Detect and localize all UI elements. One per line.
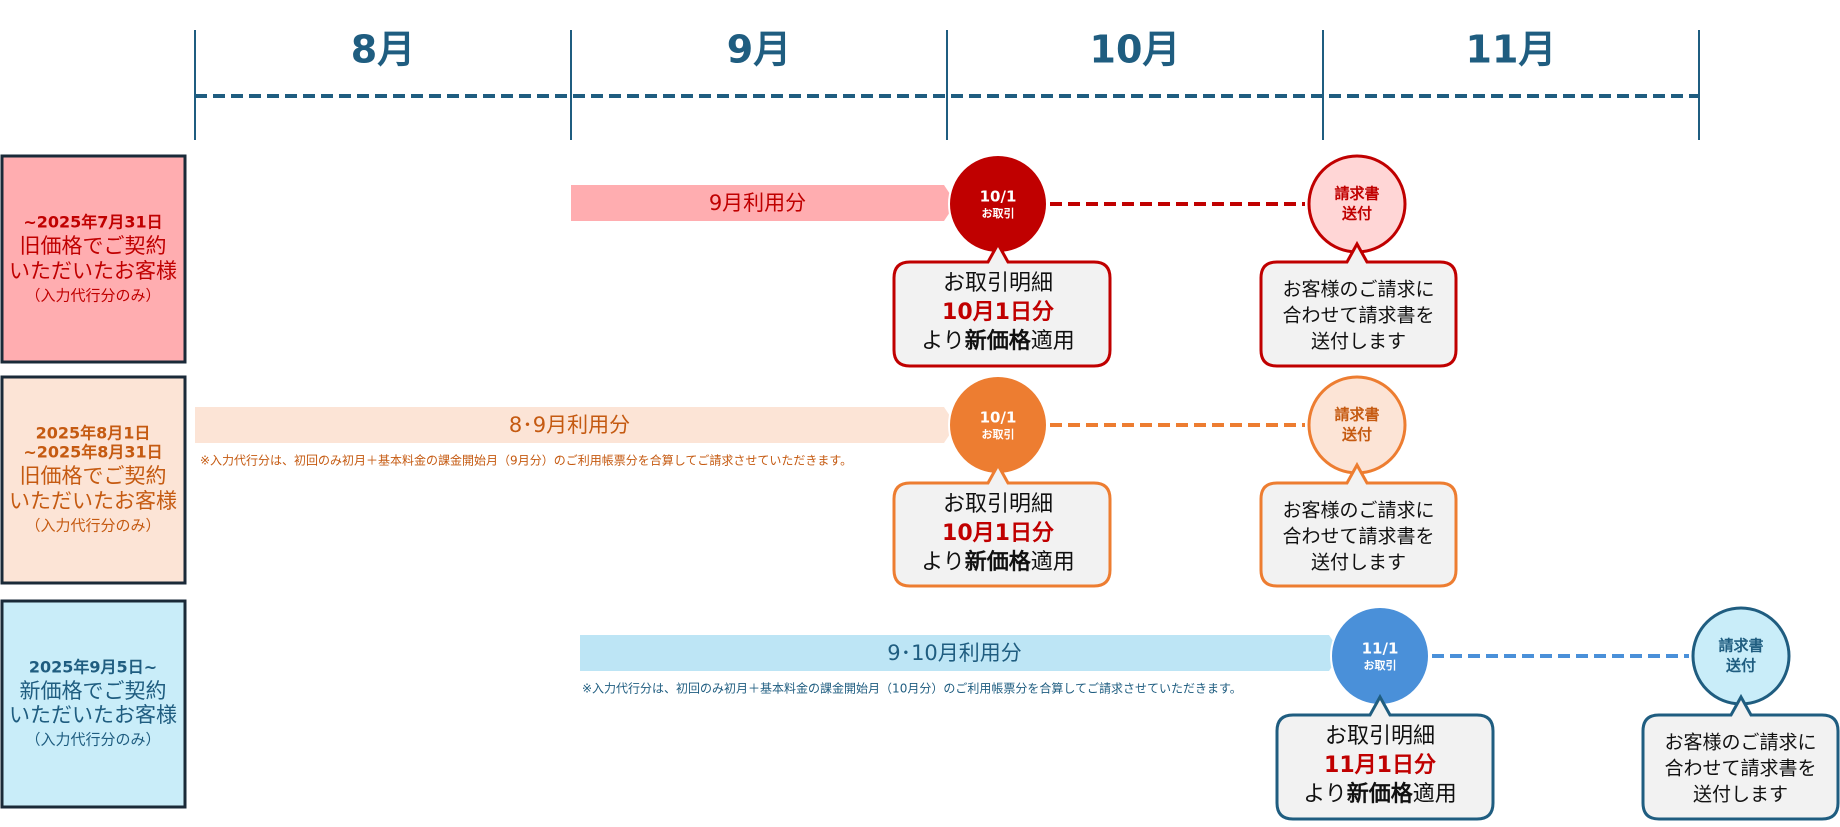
invoice-callout — [1259, 240, 1458, 368]
usage-period-label: 9･10月利用分 — [887, 641, 1022, 665]
callout-date: 10月1日分 — [942, 300, 1054, 325]
customer-group-label: 2025年8月1日 — [36, 424, 151, 443]
customer-group-label: （入力代行分のみ） — [25, 731, 160, 749]
customer-group-box — [0, 599, 187, 809]
transaction-callout — [892, 461, 1112, 588]
invoice-callout-line: 合わせて請求書を — [1664, 758, 1816, 780]
invoice-send-label: 請求書 — [1718, 637, 1763, 655]
invoice-callout-line: 合わせて請求書を — [1282, 305, 1434, 327]
customer-group-label: 2025年9月5日~ — [29, 658, 157, 677]
callout-price-part: より — [921, 329, 965, 354]
invoice-callout — [1641, 693, 1840, 821]
transaction-date: 11/1 — [1362, 640, 1399, 658]
callout-price-part: 新価格 — [965, 328, 1032, 354]
customer-group-box — [0, 154, 187, 364]
invoice-send-label: 請求書 — [1334, 406, 1379, 424]
month-label: 11月 — [1466, 28, 1557, 72]
customer-group-label: （入力代行分のみ） — [25, 287, 160, 305]
invoice-callout — [1259, 461, 1458, 588]
callout-price-line: より新価格適用 — [1303, 781, 1457, 807]
usage-period-label: 8･9月利用分 — [509, 413, 630, 437]
callout-date: 10月1日分 — [942, 521, 1054, 546]
callout-price-part: 新価格 — [965, 549, 1032, 575]
customer-group-label: いただいたお客様 — [9, 489, 177, 513]
customer-group-label: （入力代行分のみ） — [25, 517, 160, 535]
customer-group-label: 新価格でご契約 — [20, 679, 167, 703]
transaction-callout — [1275, 693, 1495, 821]
callout-price-part: より — [1303, 782, 1347, 807]
transaction-date: 10/1 — [980, 409, 1017, 427]
invoice-send-label: 送付 — [1725, 657, 1756, 675]
invoice-callout-line: お客様のご請求に — [1282, 279, 1434, 301]
callout-price-line: より新価格適用 — [921, 328, 1075, 354]
transaction-label: お取引 — [982, 427, 1015, 441]
customer-group-label: いただいたお客様 — [9, 703, 177, 727]
invoice-send-label: 請求書 — [1334, 185, 1379, 203]
transaction-callout — [892, 240, 1112, 368]
usage-period-arrow — [580, 635, 1341, 671]
invoice-callout-line: お客様のご請求に — [1664, 732, 1816, 754]
callout-price-part: より — [921, 550, 965, 575]
callout-line: お取引明細 — [1325, 724, 1435, 749]
invoice-callout-line: 送付します — [1311, 331, 1406, 353]
customer-group-label: いただいたお客様 — [9, 259, 177, 283]
month-label: 10月 — [1090, 28, 1181, 72]
invoice-callout-line: お客様のご請求に — [1282, 500, 1434, 522]
usage-period-arrow — [571, 185, 956, 221]
billing-note: ※入力代行分は、初回のみ初月＋基本料金の課金開始月（9月分）のご利用帳票分を合算… — [200, 453, 852, 468]
customer-group-label: ~2025年8月31日 — [23, 443, 162, 462]
callout-line: お取引明細 — [943, 492, 1053, 517]
month-label: 9月 — [727, 28, 791, 72]
invoice-send-label: 送付 — [1341, 205, 1372, 223]
customer-group-label: 旧価格でご契約 — [20, 464, 167, 488]
customer-group-box — [0, 375, 187, 585]
callout-price-part: 適用 — [1031, 329, 1075, 354]
usage-period-arrow — [195, 407, 956, 443]
usage-period-label: 9月利用分 — [709, 191, 806, 215]
month-label: 8月 — [351, 28, 415, 72]
invoice-callout-line: 合わせて請求書を — [1282, 526, 1434, 548]
transaction-date: 10/1 — [980, 188, 1017, 206]
callout-price-line: より新価格適用 — [921, 549, 1075, 575]
transaction-label: お取引 — [982, 206, 1015, 220]
invoice-callout-line: 送付します — [1311, 552, 1406, 574]
callout-price-part: 新価格 — [1347, 781, 1414, 807]
customer-group-label: 旧価格でご契約 — [20, 234, 167, 258]
callout-date: 11月1日分 — [1324, 753, 1436, 778]
customer-group-label: ~2025年7月31日 — [23, 213, 162, 232]
invoice-callout-line: 送付します — [1693, 784, 1788, 806]
callout-price-part: 適用 — [1031, 550, 1075, 575]
callout-price-part: 適用 — [1413, 782, 1457, 807]
transaction-label: お取引 — [1364, 658, 1397, 672]
billing-note: ※入力代行分は、初回のみ初月＋基本料金の課金開始月（10月分）のご利用帳票分を合… — [582, 681, 1242, 696]
callout-line: お取引明細 — [943, 271, 1053, 296]
invoice-send-label: 送付 — [1341, 426, 1372, 444]
